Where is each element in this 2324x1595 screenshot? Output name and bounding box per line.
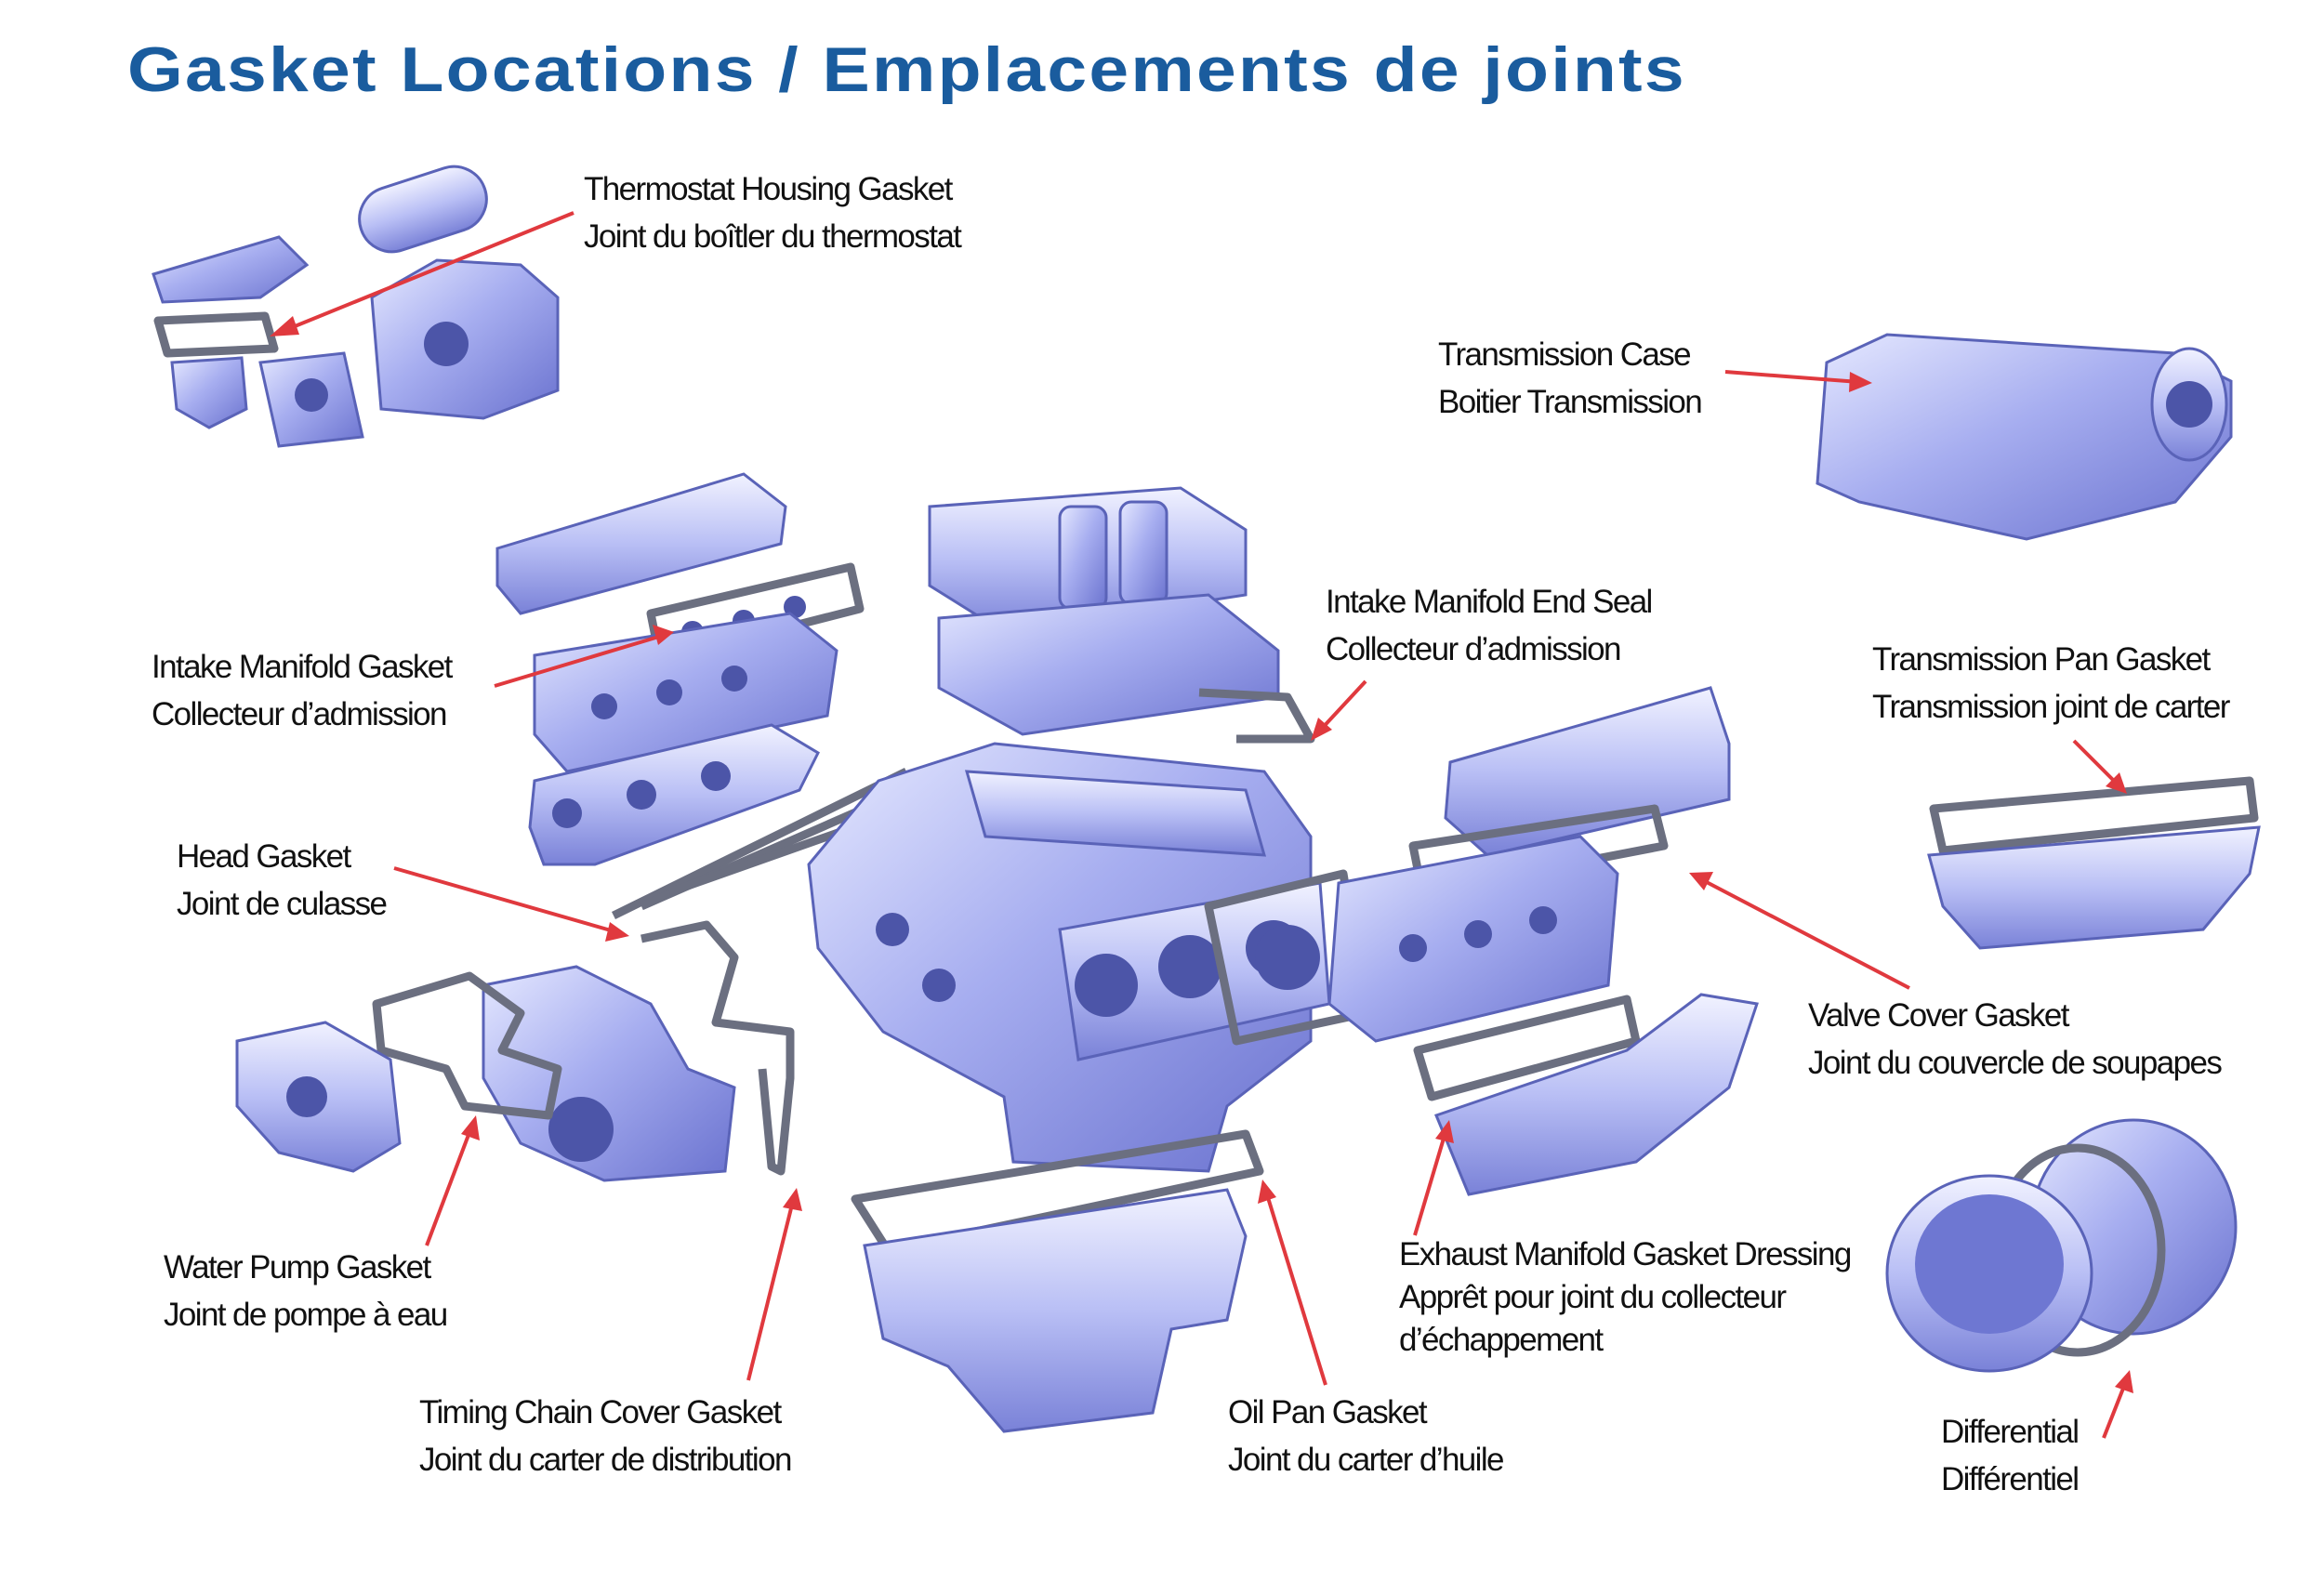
label-fr: Joint du couvercle de soupapes [1808, 1045, 2223, 1081]
label-en: Oil Pan Gasket [1228, 1394, 1428, 1430]
label-transmission-case: Transmission Case Boitier Transmission [1438, 331, 1703, 426]
arrow-transmission-pan [2072, 739, 2121, 788]
arrow-intake-end-seal [1316, 679, 1367, 734]
label-fr: Joint du boîtler du thermostat [584, 218, 962, 255]
label-timing-chain-cover-gasket: Timing Chain Cover Gasket Joint du carte… [419, 1389, 792, 1483]
label-oil-pan-gasket: Oil Pan Gasket Joint du carter d’huile [1228, 1389, 1504, 1483]
label-water-pump-gasket: Water Pump Gasket Joint de pompe à eau [164, 1244, 448, 1338]
label-fr: Joint de culasse [177, 886, 388, 922]
thermostat-housing-part [152, 165, 560, 448]
label-fr: Transmission joint de carter [1872, 689, 2230, 725]
label-en: Valve Cover Gasket [1808, 997, 2069, 1034]
label-differential: Differential Différentiel [1941, 1408, 2080, 1503]
page-title: Gasket Locations / Emplacements de joint… [127, 34, 1686, 105]
differential-part [1885, 1118, 2238, 1373]
intake-manifold-part [928, 486, 1315, 744]
label-fr: Collecteur d’admission [1326, 631, 1622, 667]
arrow-head-gasket [393, 866, 618, 934]
arrow-intake-gasket [494, 634, 663, 688]
oil-pan-part [851, 1129, 1264, 1433]
arrow-exhaust [1413, 1131, 1447, 1236]
label-en: Head Gasket [177, 838, 351, 875]
arrow-transmission-case [1724, 370, 1860, 384]
label-fr: Boitier Transmission [1438, 384, 1703, 420]
label-intake-manifold-end-seal: Intake Manifold End Seal Collecteur d’ad… [1326, 578, 1653, 673]
timing-cover-part [235, 920, 795, 1182]
label-en: Water Pump Gasket [164, 1249, 431, 1285]
label-en: Transmission Pan Gasket [1872, 641, 2211, 678]
label-en: Transmission Case [1438, 336, 1692, 373]
label-head-gasket: Head Gasket Joint de culasse [177, 833, 388, 928]
transmission-pan-part [1927, 776, 2261, 950]
label-en: Exhaust Manifold Gasket Dressing [1399, 1236, 1852, 1272]
arrow-oil-pan [1264, 1191, 1327, 1386]
arrow-water-pump [425, 1127, 473, 1246]
label-fr-line2: d’échappement [1399, 1322, 1604, 1358]
arrow-timing-chain [746, 1200, 795, 1381]
label-fr: Différentiel [1941, 1461, 2080, 1497]
label-en: Intake Manifold End Seal [1326, 584, 1653, 620]
label-fr: Joint de pompe à eau [164, 1297, 448, 1333]
label-en: Thermostat Housing Gasket [584, 171, 953, 207]
arrow-valve-cover [1700, 877, 1910, 990]
label-fr: Joint du carter de distribution [419, 1442, 792, 1478]
label-exhaust-manifold-gasket-dressing: Exhaust Manifold Gasket Dressing Apprêt … [1399, 1233, 1852, 1362]
arrow-thermostat [278, 211, 574, 335]
label-valve-cover-gasket: Valve Cover Gasket Joint du couvercle de… [1808, 992, 2223, 1087]
callout-arrows [270, 211, 2133, 1439]
label-fr: Joint du carter d’huile [1228, 1442, 1504, 1478]
right-cylinder-head-part [1204, 686, 1759, 1196]
label-thermostat-housing-gasket: Thermostat Housing Gasket Joint du boîtl… [584, 165, 962, 260]
label-intake-manifold-gasket: Intake Manifold Gasket Collecteur d’admi… [152, 643, 453, 738]
label-en: Intake Manifold Gasket [152, 649, 453, 685]
label-fr: Collecteur d’admission [152, 696, 448, 732]
label-transmission-pan-gasket: Transmission Pan Gasket Transmission joi… [1872, 636, 2230, 731]
label-fr: Apprêt pour joint du collecteur [1399, 1279, 1787, 1315]
label-en: Timing Chain Cover Gasket [419, 1394, 782, 1430]
label-en: Differential [1941, 1414, 2080, 1450]
arrow-differential [2102, 1380, 2128, 1439]
transmission-case-part [1816, 333, 2233, 541]
engine-block-part [807, 742, 1331, 1173]
